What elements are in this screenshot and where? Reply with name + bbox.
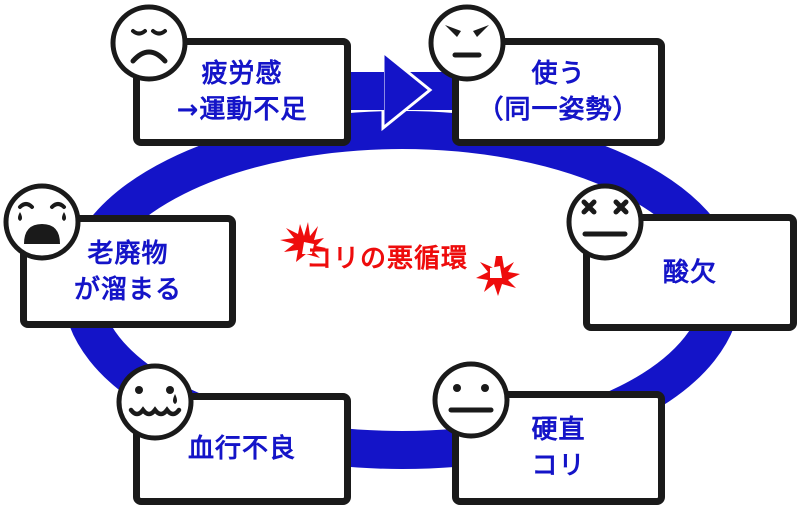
node-stiffness-line-2: コリ bbox=[531, 451, 586, 481]
node-fatigue: 疲労感 →運動不足 bbox=[133, 38, 351, 146]
node-waste-line-2: が溜まる bbox=[73, 274, 182, 305]
node-use-line-2: （同一姿勢） bbox=[477, 95, 640, 125]
crying-face-icon bbox=[3, 183, 81, 261]
node-stiffness: 硬直 コリ bbox=[452, 391, 665, 505]
cycle-title: コリの悪循環 bbox=[306, 244, 469, 274]
cycle-arrow-icon bbox=[350, 48, 460, 132]
node-blood-line-1: 血行不良 bbox=[187, 434, 296, 464]
sad-face-icon bbox=[110, 4, 188, 82]
node-fatigue-line-2: →運動不足 bbox=[176, 95, 308, 125]
node-stiffness-line-1: 硬直 bbox=[531, 415, 586, 445]
node-fatigue-line-1: 疲労感 bbox=[201, 59, 283, 89]
wavy-mouth-face-icon bbox=[116, 363, 194, 441]
neutral-face-icon bbox=[432, 361, 510, 439]
node-waste-line-1: 老廃物 bbox=[87, 238, 169, 269]
dizzy-face-icon bbox=[566, 183, 644, 261]
angry-face-icon bbox=[428, 4, 506, 82]
node-use-line-1: 使う bbox=[531, 59, 586, 89]
node-oxygen-line-1: 酸欠 bbox=[662, 257, 717, 288]
node-use: 使う （同一姿勢） bbox=[452, 38, 665, 146]
